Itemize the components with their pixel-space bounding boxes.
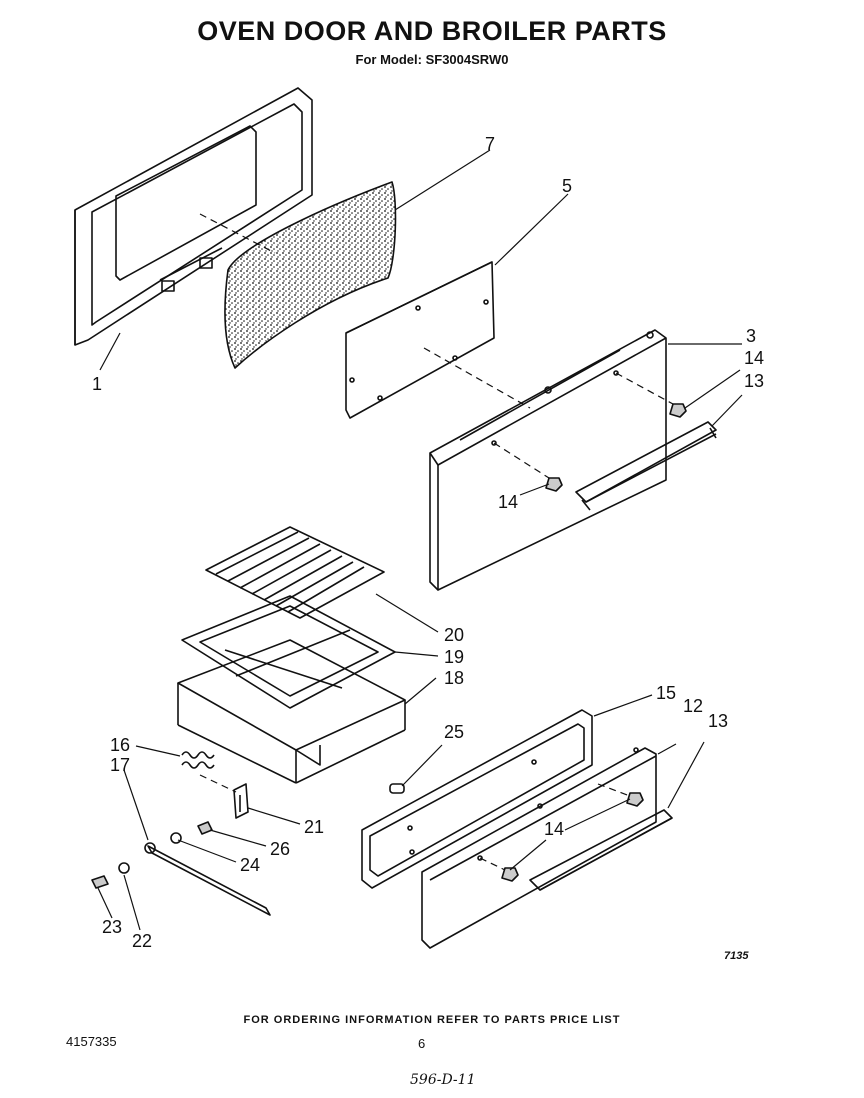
callout-17: 17 bbox=[110, 755, 131, 775]
callout-7: 7 bbox=[485, 134, 496, 154]
callout-13: 13 bbox=[708, 711, 729, 731]
callout-25: 25 bbox=[444, 722, 465, 742]
callout-13: 13 bbox=[744, 371, 765, 391]
outer-door-panel bbox=[429, 329, 667, 591]
alignment-lines bbox=[199, 213, 674, 871]
model-subtitle: For Model: SF3004SRW0 bbox=[355, 52, 509, 67]
ordering-info: FOR ORDERING INFORMATION REFER TO PARTS … bbox=[243, 1014, 621, 1026]
callout-19: 19 bbox=[444, 647, 465, 667]
broiler-door-handle bbox=[529, 809, 673, 891]
door-insulation bbox=[224, 181, 397, 369]
callout-20: 20 bbox=[444, 625, 465, 645]
callout-3: 3 bbox=[746, 326, 757, 346]
drawing-id: 7135 bbox=[724, 950, 749, 962]
callout-16: 16 bbox=[110, 735, 131, 755]
rail-clip bbox=[389, 783, 405, 794]
bracket bbox=[233, 783, 249, 819]
door-handle bbox=[575, 421, 717, 511]
callout-24: 24 bbox=[240, 855, 261, 875]
callout-21: 21 bbox=[304, 817, 325, 837]
broiler-door-outer-panel bbox=[421, 747, 657, 949]
screw bbox=[197, 821, 213, 835]
broiler-grid bbox=[205, 526, 385, 619]
broiler-door-inner-panel bbox=[361, 709, 593, 889]
callout-14: 14 bbox=[544, 819, 565, 839]
page-number: 6 bbox=[418, 1036, 426, 1051]
broiler-pan bbox=[177, 639, 406, 784]
document-part-number: 4157335 bbox=[66, 1034, 117, 1049]
callout-22: 22 bbox=[132, 931, 153, 951]
callout-1: 1 bbox=[92, 374, 103, 394]
broiler-rail bbox=[91, 832, 271, 916]
leader-lines bbox=[97, 149, 743, 931]
callout-5: 5 bbox=[562, 176, 573, 196]
window-panel bbox=[345, 261, 495, 419]
spring bbox=[181, 751, 215, 769]
callout-23: 23 bbox=[102, 917, 123, 937]
page-title: OVEN DOOR AND BROILER PARTS bbox=[197, 16, 667, 46]
callout-14: 14 bbox=[744, 348, 765, 368]
callout-18: 18 bbox=[444, 668, 465, 688]
callout-26: 26 bbox=[270, 839, 291, 859]
handle-spacer bbox=[545, 403, 687, 492]
callout-14: 14 bbox=[498, 492, 519, 512]
handwritten-note: 596-D-11 bbox=[410, 1072, 476, 1088]
callout-12: 12 bbox=[683, 696, 704, 716]
inner-door-frame bbox=[74, 87, 313, 346]
callout-15: 15 bbox=[656, 683, 677, 703]
